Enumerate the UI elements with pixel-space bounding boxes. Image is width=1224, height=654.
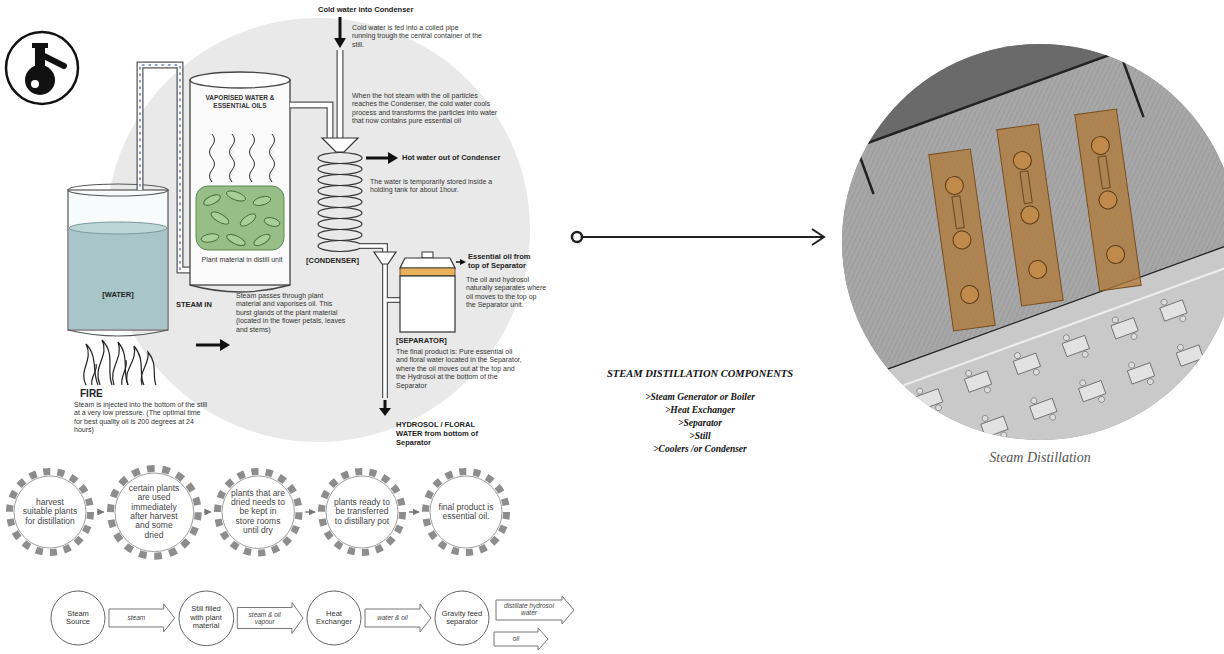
part-label: Plant material in distill unit xyxy=(198,256,286,264)
process-circle: Gravity feed separator xyxy=(434,590,490,646)
steam-in-arrow xyxy=(196,339,230,351)
flow-arrow xyxy=(97,511,104,513)
block-arrow xyxy=(237,603,303,634)
map-table xyxy=(1060,329,1092,364)
annotation: The water is temporarily stored inside a… xyxy=(370,178,505,195)
process-circle: Steam Source xyxy=(50,590,106,646)
callout-heading: Hot water out of Condenser xyxy=(402,153,512,162)
list-heading: STEAM DISTILLATION COMPONENTS xyxy=(560,368,840,379)
map-table xyxy=(930,427,962,462)
node-text: final product is essential oil. xyxy=(437,503,495,522)
process-gear: plants ready to be transferred to distil… xyxy=(318,468,406,556)
fire-symbol xyxy=(84,340,156,385)
part-label: FIRE xyxy=(80,388,120,399)
map-table xyxy=(1157,293,1189,328)
map-table xyxy=(1076,374,1108,409)
annotation: When the hot steam with the oil particle… xyxy=(352,92,504,126)
oil-out-arrow xyxy=(456,259,466,265)
map-table xyxy=(1027,392,1059,427)
flow-arrow xyxy=(204,511,210,513)
map-table xyxy=(978,409,1010,444)
node-text: certain plants are used immediately afte… xyxy=(125,484,183,540)
steam-pipe xyxy=(140,65,190,270)
map-table xyxy=(1174,338,1206,373)
callout-heading: Cold water into Condenser xyxy=(318,5,438,14)
map-table xyxy=(962,364,994,399)
part-label: VAPORISED WATER & ESSENTIAL OILS xyxy=(196,94,284,110)
node-text: Gravity feed separator xyxy=(440,610,484,627)
block-arrow xyxy=(109,604,175,632)
list-item: >Heat Exchanger xyxy=(560,405,840,416)
node-text: plants that are dried needs to be kept i… xyxy=(229,489,287,536)
vapour-pipe xyxy=(290,50,340,138)
flow-arrow xyxy=(409,511,419,513)
map-table xyxy=(1011,347,1043,382)
annotation: Cold water is fed into a coiled pipe run… xyxy=(352,24,482,49)
callout-heading: Essential oil from top of Separator xyxy=(468,252,542,270)
arrow-label: steam & oil vapour xyxy=(240,611,289,626)
arrow-label: water & oil xyxy=(368,614,417,621)
part-label: STEAM IN xyxy=(176,300,226,309)
annotation: Steam is injected into the bottom of the… xyxy=(74,401,209,435)
list-item: >Steam Generator or Boiler xyxy=(560,392,840,403)
map-table xyxy=(913,382,945,417)
background-circle xyxy=(106,18,530,442)
arrow-label: oil xyxy=(496,635,536,642)
flow-arrow xyxy=(305,511,315,513)
hydrosol-arrow xyxy=(379,400,391,416)
process-circle: Still filled with plant material xyxy=(178,590,235,647)
annotation: The final product is: Pure essential oil… xyxy=(396,348,524,390)
part-label: [CONDENSER] xyxy=(306,256,372,265)
pointer-arrow xyxy=(572,229,824,245)
node-text: harvest suitable plants for distillation xyxy=(21,498,79,526)
annotation: The oil and hydrosol naturally separates… xyxy=(466,276,548,310)
node-text: Still filled with plant material xyxy=(184,605,228,630)
process-gear: plants that are dried needs to be kept i… xyxy=(214,468,302,556)
water-tank xyxy=(68,184,168,336)
node-text: plants ready to be transferred to distil… xyxy=(333,498,391,526)
annotation: Steam passes through plant material and … xyxy=(236,292,348,334)
part-label: [WATER] xyxy=(88,290,148,299)
still-vessel xyxy=(190,72,290,292)
node-text: Heat Exchanger xyxy=(312,610,356,627)
arrow-label: distillate hydrosol water xyxy=(499,602,559,617)
map-table xyxy=(1109,311,1141,346)
process-gear: certain plants are used immediately afte… xyxy=(107,465,202,560)
figure-caption: Steam Distillation xyxy=(940,450,1140,466)
process-gear: final product is essential oil. xyxy=(422,468,510,556)
site-plan-map xyxy=(713,0,1224,583)
callout-heading: HYDROSOL / FLORAL WATER from bottom of S… xyxy=(396,420,491,447)
hot-water-arrow xyxy=(366,152,398,164)
outlet-pipe xyxy=(360,246,400,398)
distillation-units xyxy=(929,109,1141,331)
node-text: Steam Source xyxy=(56,610,100,627)
outflow-arrow xyxy=(494,596,574,650)
flask-icon xyxy=(6,32,78,104)
cold-water-arrow xyxy=(334,17,346,48)
list-item: >Separator xyxy=(560,418,840,429)
list-item: >Still xyxy=(560,431,840,442)
process-circle: Heat Exchanger xyxy=(306,590,362,646)
separator-vessel xyxy=(400,252,455,332)
block-arrow xyxy=(365,604,431,632)
process-gear: harvest suitable plants for distillation xyxy=(6,468,94,556)
funnel xyxy=(374,252,396,264)
map-table xyxy=(1125,356,1157,391)
list-item: >Coolers /or Condenser xyxy=(560,444,840,455)
part-label: [SEPARATOR] xyxy=(396,336,476,345)
condenser-coil xyxy=(318,138,362,252)
arrow-label: steam xyxy=(112,614,161,621)
